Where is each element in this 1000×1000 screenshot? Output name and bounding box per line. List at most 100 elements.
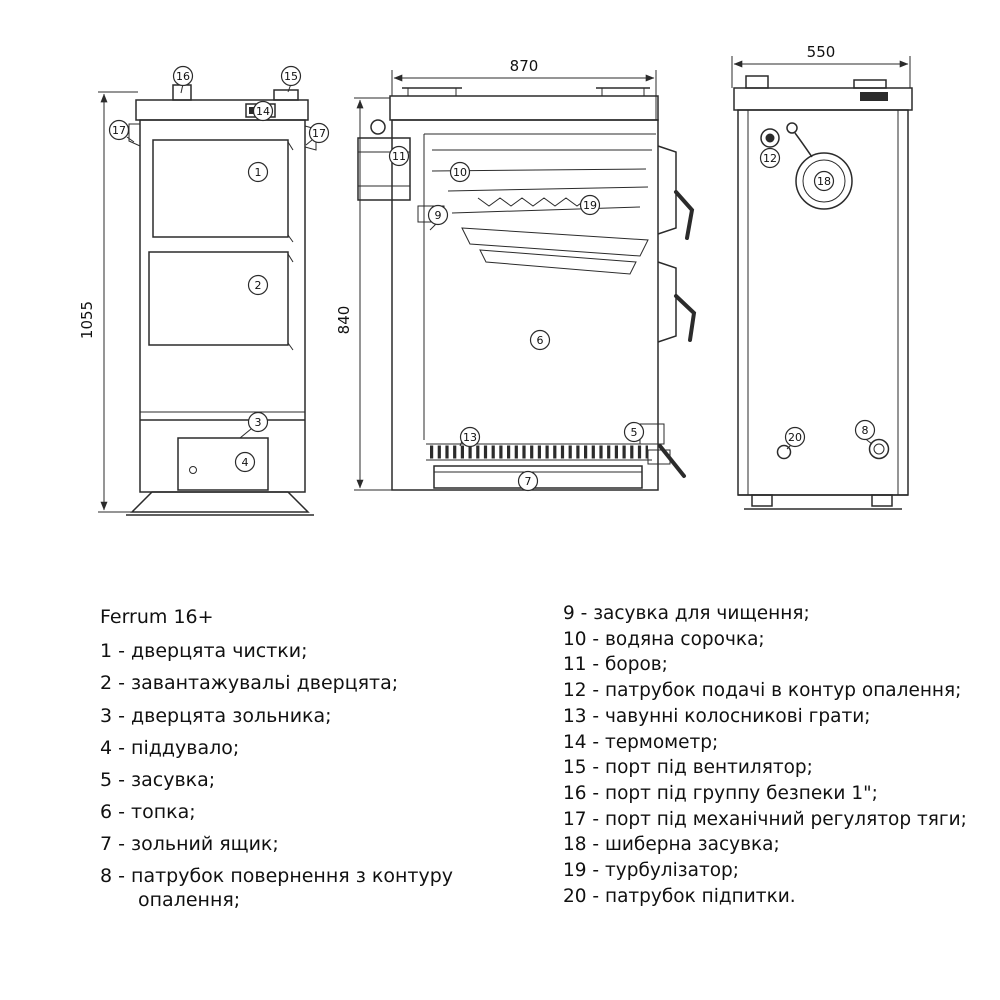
svg-text:4: 4 bbox=[242, 456, 249, 469]
back-leader-lines bbox=[769, 148, 873, 450]
callout-11: 11 bbox=[388, 145, 410, 167]
svg-text:20: 20 bbox=[788, 431, 802, 444]
baffle-plates bbox=[461, 227, 649, 275]
legend-item-3: 3 - дверцята зольника; bbox=[100, 704, 332, 727]
svg-text:11: 11 bbox=[392, 150, 406, 163]
callout-5: 5 bbox=[623, 421, 645, 443]
legend-item-5: 5 - засувка; bbox=[100, 768, 216, 791]
callout-19: 19 bbox=[579, 194, 601, 216]
callout-6: 6 bbox=[529, 329, 551, 351]
callout-18: 18 bbox=[813, 170, 835, 192]
svg-text:13: 13 bbox=[463, 431, 477, 444]
callout-7: 7 bbox=[517, 470, 539, 492]
legend-item-11: 11 - боров; bbox=[563, 654, 668, 676]
svg-text:12: 12 bbox=[763, 152, 777, 165]
heat-exchanger-channels bbox=[431, 149, 652, 214]
callout-8: 8 bbox=[854, 419, 876, 441]
shiber-damper bbox=[786, 122, 853, 210]
svg-text:3: 3 bbox=[255, 416, 262, 429]
legend-item-8: 8 - патрубок повернення з контуру опален… bbox=[100, 865, 454, 911]
dimension-back-width: 550 bbox=[731, 43, 911, 88]
legend-item-12: 12 - патрубок подачі в контур опалення; bbox=[563, 680, 962, 702]
dim-label-1055: 1055 bbox=[78, 301, 96, 339]
callout-13: 13 bbox=[459, 426, 481, 448]
svg-text:2: 2 bbox=[255, 279, 262, 292]
side-leader-lines bbox=[429, 223, 468, 447]
svg-text:19: 19 bbox=[583, 199, 597, 212]
callout-15: 15 bbox=[280, 65, 302, 87]
ash-box bbox=[433, 465, 643, 489]
legend-item-13: 13 - чавунні колосникові грати; bbox=[563, 705, 871, 727]
svg-text:17: 17 bbox=[112, 124, 126, 137]
supply-pipe-port bbox=[760, 128, 780, 148]
legend-item-2: 2 - завантажувальі дверцята; bbox=[100, 672, 399, 695]
callout-10: 10 bbox=[449, 161, 471, 183]
legend-item-17: 17 - порт під механічний регулятор тяги; bbox=[563, 808, 967, 830]
svg-text:14: 14 bbox=[256, 105, 270, 118]
callout-14: 14 bbox=[252, 100, 274, 122]
legend-item-20: 20 - патрубок підпитки. bbox=[563, 885, 796, 907]
dim-label-840: 840 bbox=[335, 306, 353, 335]
back-top-slot bbox=[860, 92, 888, 101]
side-view bbox=[357, 87, 697, 491]
svg-text:10: 10 bbox=[453, 166, 467, 179]
svg-text:9: 9 bbox=[435, 209, 442, 222]
side-body bbox=[391, 119, 659, 491]
svg-text:7: 7 bbox=[525, 475, 532, 488]
dimension-side-height: 840 bbox=[335, 97, 430, 491]
callout-17-left: 17 bbox=[108, 119, 130, 141]
side-top-plate bbox=[389, 95, 659, 121]
back-right-port bbox=[853, 79, 887, 89]
top-flange bbox=[402, 87, 650, 96]
callout-4: 4 bbox=[234, 451, 256, 473]
left-regulator-bracket bbox=[128, 123, 141, 147]
svg-text:15: 15 bbox=[284, 70, 298, 83]
front-leader-lines bbox=[126, 83, 313, 439]
legend-item-19: 19 - турбулізатор; bbox=[563, 860, 740, 882]
cleaning-door bbox=[152, 139, 294, 243]
page-title: Ferrum 16+ bbox=[100, 606, 214, 628]
callout-3: 3 bbox=[247, 411, 269, 433]
back-base bbox=[738, 494, 908, 510]
legend-item-9: 9 - засувка для чищення; bbox=[563, 603, 810, 624]
callout-9: 9 bbox=[427, 204, 449, 226]
front-body bbox=[139, 119, 306, 493]
legend-left-column: Ferrum 16+ 1 - дверцята чистки; 2 - зава… bbox=[100, 606, 520, 921]
back-top-plate bbox=[733, 87, 913, 111]
svg-text:16: 16 bbox=[176, 70, 190, 83]
svg-text:1: 1 bbox=[255, 166, 262, 179]
back-left-stub bbox=[745, 75, 769, 89]
dimension-side-width: 870 bbox=[391, 57, 657, 120]
turbulator bbox=[477, 197, 589, 207]
svg-text:17: 17 bbox=[312, 127, 326, 140]
legend-item-6: 6 - топка; bbox=[100, 801, 196, 824]
legend-item-1: 1 - дверцята чистки; bbox=[100, 640, 308, 663]
callout-17-right: 17 bbox=[308, 122, 330, 144]
legend-item-7: 7 - зольний ящик; bbox=[100, 833, 279, 856]
svg-text:5: 5 bbox=[631, 426, 638, 439]
legend-item-18: 18 - шиберна засувка; bbox=[563, 834, 780, 856]
base-pedestal bbox=[126, 491, 314, 516]
callout-16: 16 bbox=[172, 65, 194, 87]
legend-item-16: 16 - порт під группу безпеки 1"; bbox=[563, 783, 878, 805]
boiler-technical-drawing: 1055 bbox=[78, 43, 913, 516]
water-jacket bbox=[423, 133, 656, 440]
dim-label-550: 550 bbox=[807, 43, 836, 61]
callout-2: 2 bbox=[247, 274, 269, 296]
legend-item-14: 14 - термометр; bbox=[563, 731, 719, 753]
return-pipe-port bbox=[868, 438, 890, 460]
callout-12: 12 bbox=[759, 147, 781, 169]
fan-port bbox=[273, 89, 299, 101]
callout-1: 1 bbox=[247, 161, 269, 183]
ash-door bbox=[177, 437, 269, 491]
loading-door bbox=[148, 251, 294, 351]
svg-text:18: 18 bbox=[817, 175, 831, 188]
legend-item-15: 15 - порт під вентилятор; bbox=[563, 757, 813, 779]
cast-iron-grate bbox=[426, 443, 652, 461]
legend-item-4: 4 - піддувало; bbox=[100, 736, 240, 759]
side-door-handles bbox=[657, 145, 697, 343]
dimension-front-height: 1055 bbox=[78, 91, 138, 513]
front-top-plate bbox=[135, 99, 309, 121]
callout-20: 20 bbox=[784, 426, 806, 448]
